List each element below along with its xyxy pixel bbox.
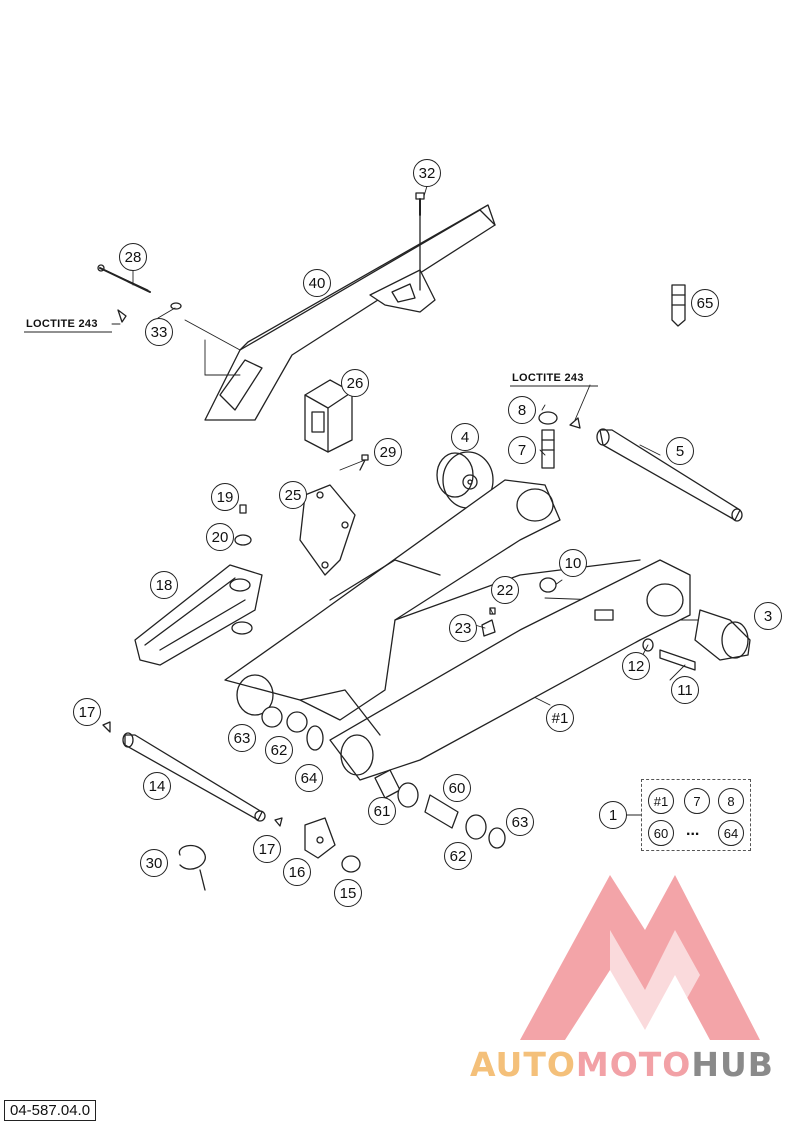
callout-15: 15 — [334, 879, 362, 907]
chain-adjuster-part — [642, 609, 751, 671]
automotohub-logo — [520, 875, 760, 1070]
callout-63-right: 63 — [506, 808, 534, 836]
callout-61: 61 — [368, 797, 396, 825]
automotohub-wordmark: AUTOMOTOHUB — [470, 1045, 774, 1084]
callout-29: 29 — [374, 438, 402, 466]
callout-7: 7 — [508, 436, 536, 464]
pivot-parts — [538, 411, 581, 469]
callout-64: 64 — [295, 764, 323, 792]
callout-hash1: #1 — [546, 704, 574, 732]
callout-18: 18 — [150, 571, 178, 599]
loctite-note-left: LOCTITE 243 — [26, 318, 98, 330]
callout-10: 10 — [559, 549, 587, 577]
callout-25: 25 — [279, 481, 307, 509]
chain-roller-part — [436, 451, 494, 509]
callout-8: 8 — [508, 396, 536, 424]
callout-14: 14 — [143, 772, 171, 800]
callout-28: 28 — [119, 243, 147, 271]
nut-parts — [481, 577, 557, 637]
kit-ellipsis: ... — [686, 822, 700, 839]
callout-16: 16 — [283, 858, 311, 886]
kit-item-hash1: #1 — [648, 788, 674, 814]
top-screw-part — [415, 192, 425, 216]
callout-32: 32 — [413, 159, 441, 187]
callout-17-bottom: 17 — [253, 835, 281, 863]
callout-3: 3 — [754, 602, 782, 630]
kit-contents-box: #1 7 8 60 ... 64 — [641, 779, 751, 851]
chain-slider-part — [134, 564, 263, 666]
right-pivot-bearings — [374, 769, 506, 849]
callout-4: 4 — [451, 423, 479, 451]
callout-26: 26 — [341, 369, 369, 397]
callout-33: 33 — [145, 318, 173, 346]
pivot-shaft-part — [102, 721, 283, 827]
callout-60: 60 — [443, 774, 471, 802]
callout-63-left: 63 — [228, 724, 256, 752]
rubber-block-part — [304, 379, 353, 453]
left-pivot-bearings — [261, 706, 324, 751]
kit-item-8: 8 — [718, 788, 744, 814]
small-parts — [178, 817, 361, 891]
wordmark-hub: HUB — [691, 1045, 774, 1084]
wordmark-auto: AUTO — [470, 1045, 576, 1084]
diagram-reference-number: 04-587.04.0 — [4, 1100, 97, 1121]
screw-part — [97, 264, 182, 323]
callout-30: 30 — [140, 849, 168, 877]
callout-62-left: 62 — [265, 736, 293, 764]
callout-65: 65 — [691, 289, 719, 317]
kit-item-60: 60 — [648, 820, 674, 846]
callout-23: 23 — [449, 614, 477, 642]
callout-5: 5 — [666, 437, 694, 465]
callout-40: 40 — [303, 269, 331, 297]
callout-20: 20 — [206, 523, 234, 551]
callout-19: 19 — [211, 483, 239, 511]
callout-12: 12 — [622, 652, 650, 680]
bracket-part — [234, 454, 369, 576]
bolt-65-part — [671, 284, 686, 327]
callout-1: 1 — [599, 801, 627, 829]
wordmark-moto: MOTO — [575, 1045, 692, 1084]
rear-axle-part — [596, 428, 743, 522]
loctite-note-right: LOCTITE 243 — [512, 372, 584, 384]
kit-item-64: 64 — [718, 820, 744, 846]
callout-62-right: 62 — [444, 842, 472, 870]
kit-item-7: 7 — [684, 788, 710, 814]
callout-11: 11 — [671, 676, 699, 704]
swingarm-body — [224, 479, 691, 781]
callout-17-top: 17 — [73, 698, 101, 726]
callout-22: 22 — [491, 576, 519, 604]
